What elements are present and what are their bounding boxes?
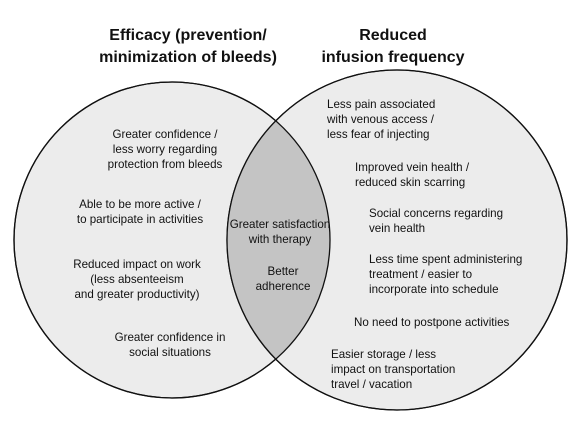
left-item-more-active: Able to be more active / to participate …: [76, 198, 204, 226]
left-item-social-confidence: Greater confidence in social situations: [114, 331, 226, 359]
left-circle-title: Efficacy (prevention/ minimization of bl…: [99, 25, 277, 69]
left-item-work-impact: Reduced impact on work (less absenteeism…: [73, 258, 201, 301]
right-item-easier-storage: Easier storage / less impact on transpor…: [331, 348, 456, 391]
right-title-line-2: infusion frequency: [321, 49, 465, 66]
left-title-line-2: minimization of bleeds): [99, 49, 277, 66]
right-item-no-postpone: No need to postpone activities: [354, 316, 510, 329]
right-circle-title: Reduced infusion frequency: [321, 25, 464, 69]
right-item-social-concerns: Social concerns regarding vein health: [369, 207, 504, 235]
right-item-vein-health: Improved vein health / reduced skin scar…: [355, 161, 470, 189]
overlap-item-satisfaction: Greater satisfaction with therapy: [229, 218, 331, 246]
left-title-line-1: Efficacy (prevention/: [109, 27, 267, 44]
right-item-less-time: Less time spent administering treatment …: [369, 253, 523, 296]
right-title-line-1: Reduced: [359, 27, 427, 44]
left-item-confidence-protection: Greater confidence / less worry regardin…: [107, 128, 223, 171]
left-circle-outline: [13, 81, 331, 399]
overlap-item-adherence: Better adherence: [255, 265, 311, 293]
right-item-less-pain: Less pain associated with venous access …: [327, 98, 436, 141]
right-circle-outline: [226, 69, 568, 411]
